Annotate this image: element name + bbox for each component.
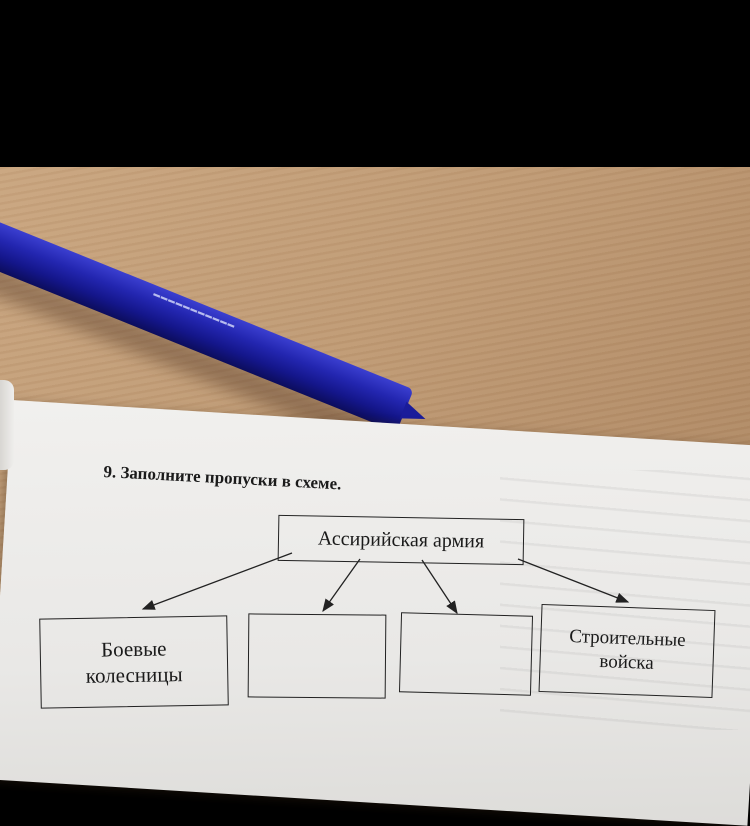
- diagram-box-blank-2[interactable]: [398, 612, 534, 696]
- diagram-root-box: Ассирийская армия: [277, 514, 525, 566]
- diagram-box-chariots: Боевые колесницы: [39, 615, 229, 709]
- photo-scene: ▬▬▬▬▬▬▬▬▬▬▬ 9. Заполните пропуски в схем…: [0, 167, 750, 826]
- diagram-box-label: Строительные войска: [568, 626, 686, 674]
- diagram-root-label: Ассирийская армия: [317, 527, 485, 552]
- diagram-box-blank-1[interactable]: [247, 613, 387, 699]
- diagram-box-label: Боевые колесницы: [85, 636, 183, 688]
- page-stack-edge: [0, 380, 14, 470]
- diagram-box-engineers: Строительные войска: [538, 603, 716, 699]
